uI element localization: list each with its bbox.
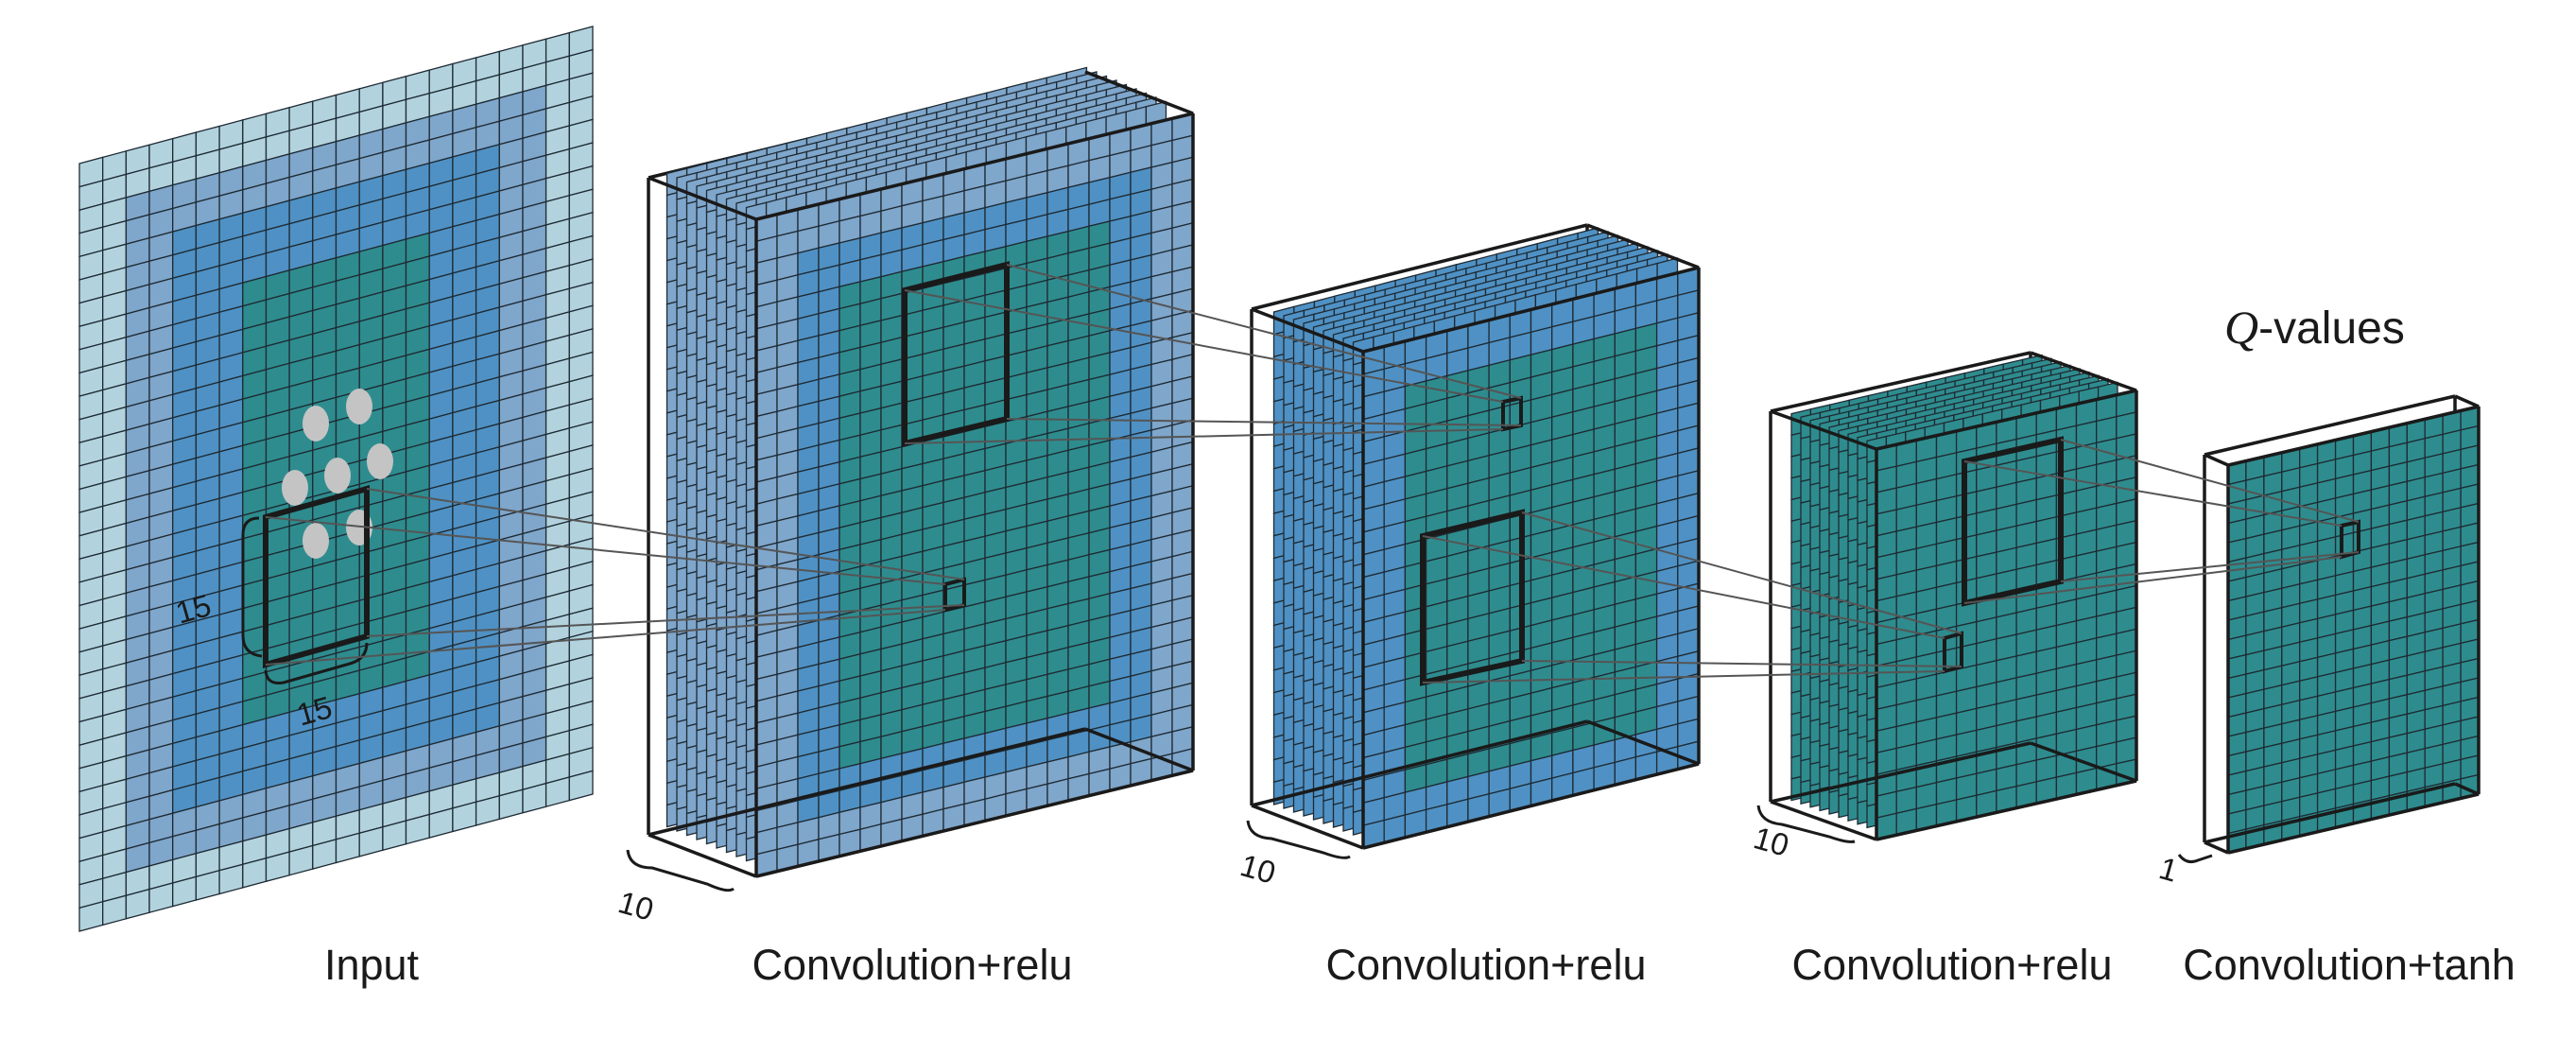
conv1-layer: 10 (614, 66, 1195, 927)
input-dot (303, 523, 329, 559)
input-dot (303, 406, 329, 442)
input-dot (324, 458, 351, 494)
input-dot (346, 389, 372, 424)
input-grid (78, 26, 594, 932)
input-dot (367, 443, 393, 479)
input-layer: 15 15 (78, 26, 594, 932)
input-dot (282, 470, 308, 506)
